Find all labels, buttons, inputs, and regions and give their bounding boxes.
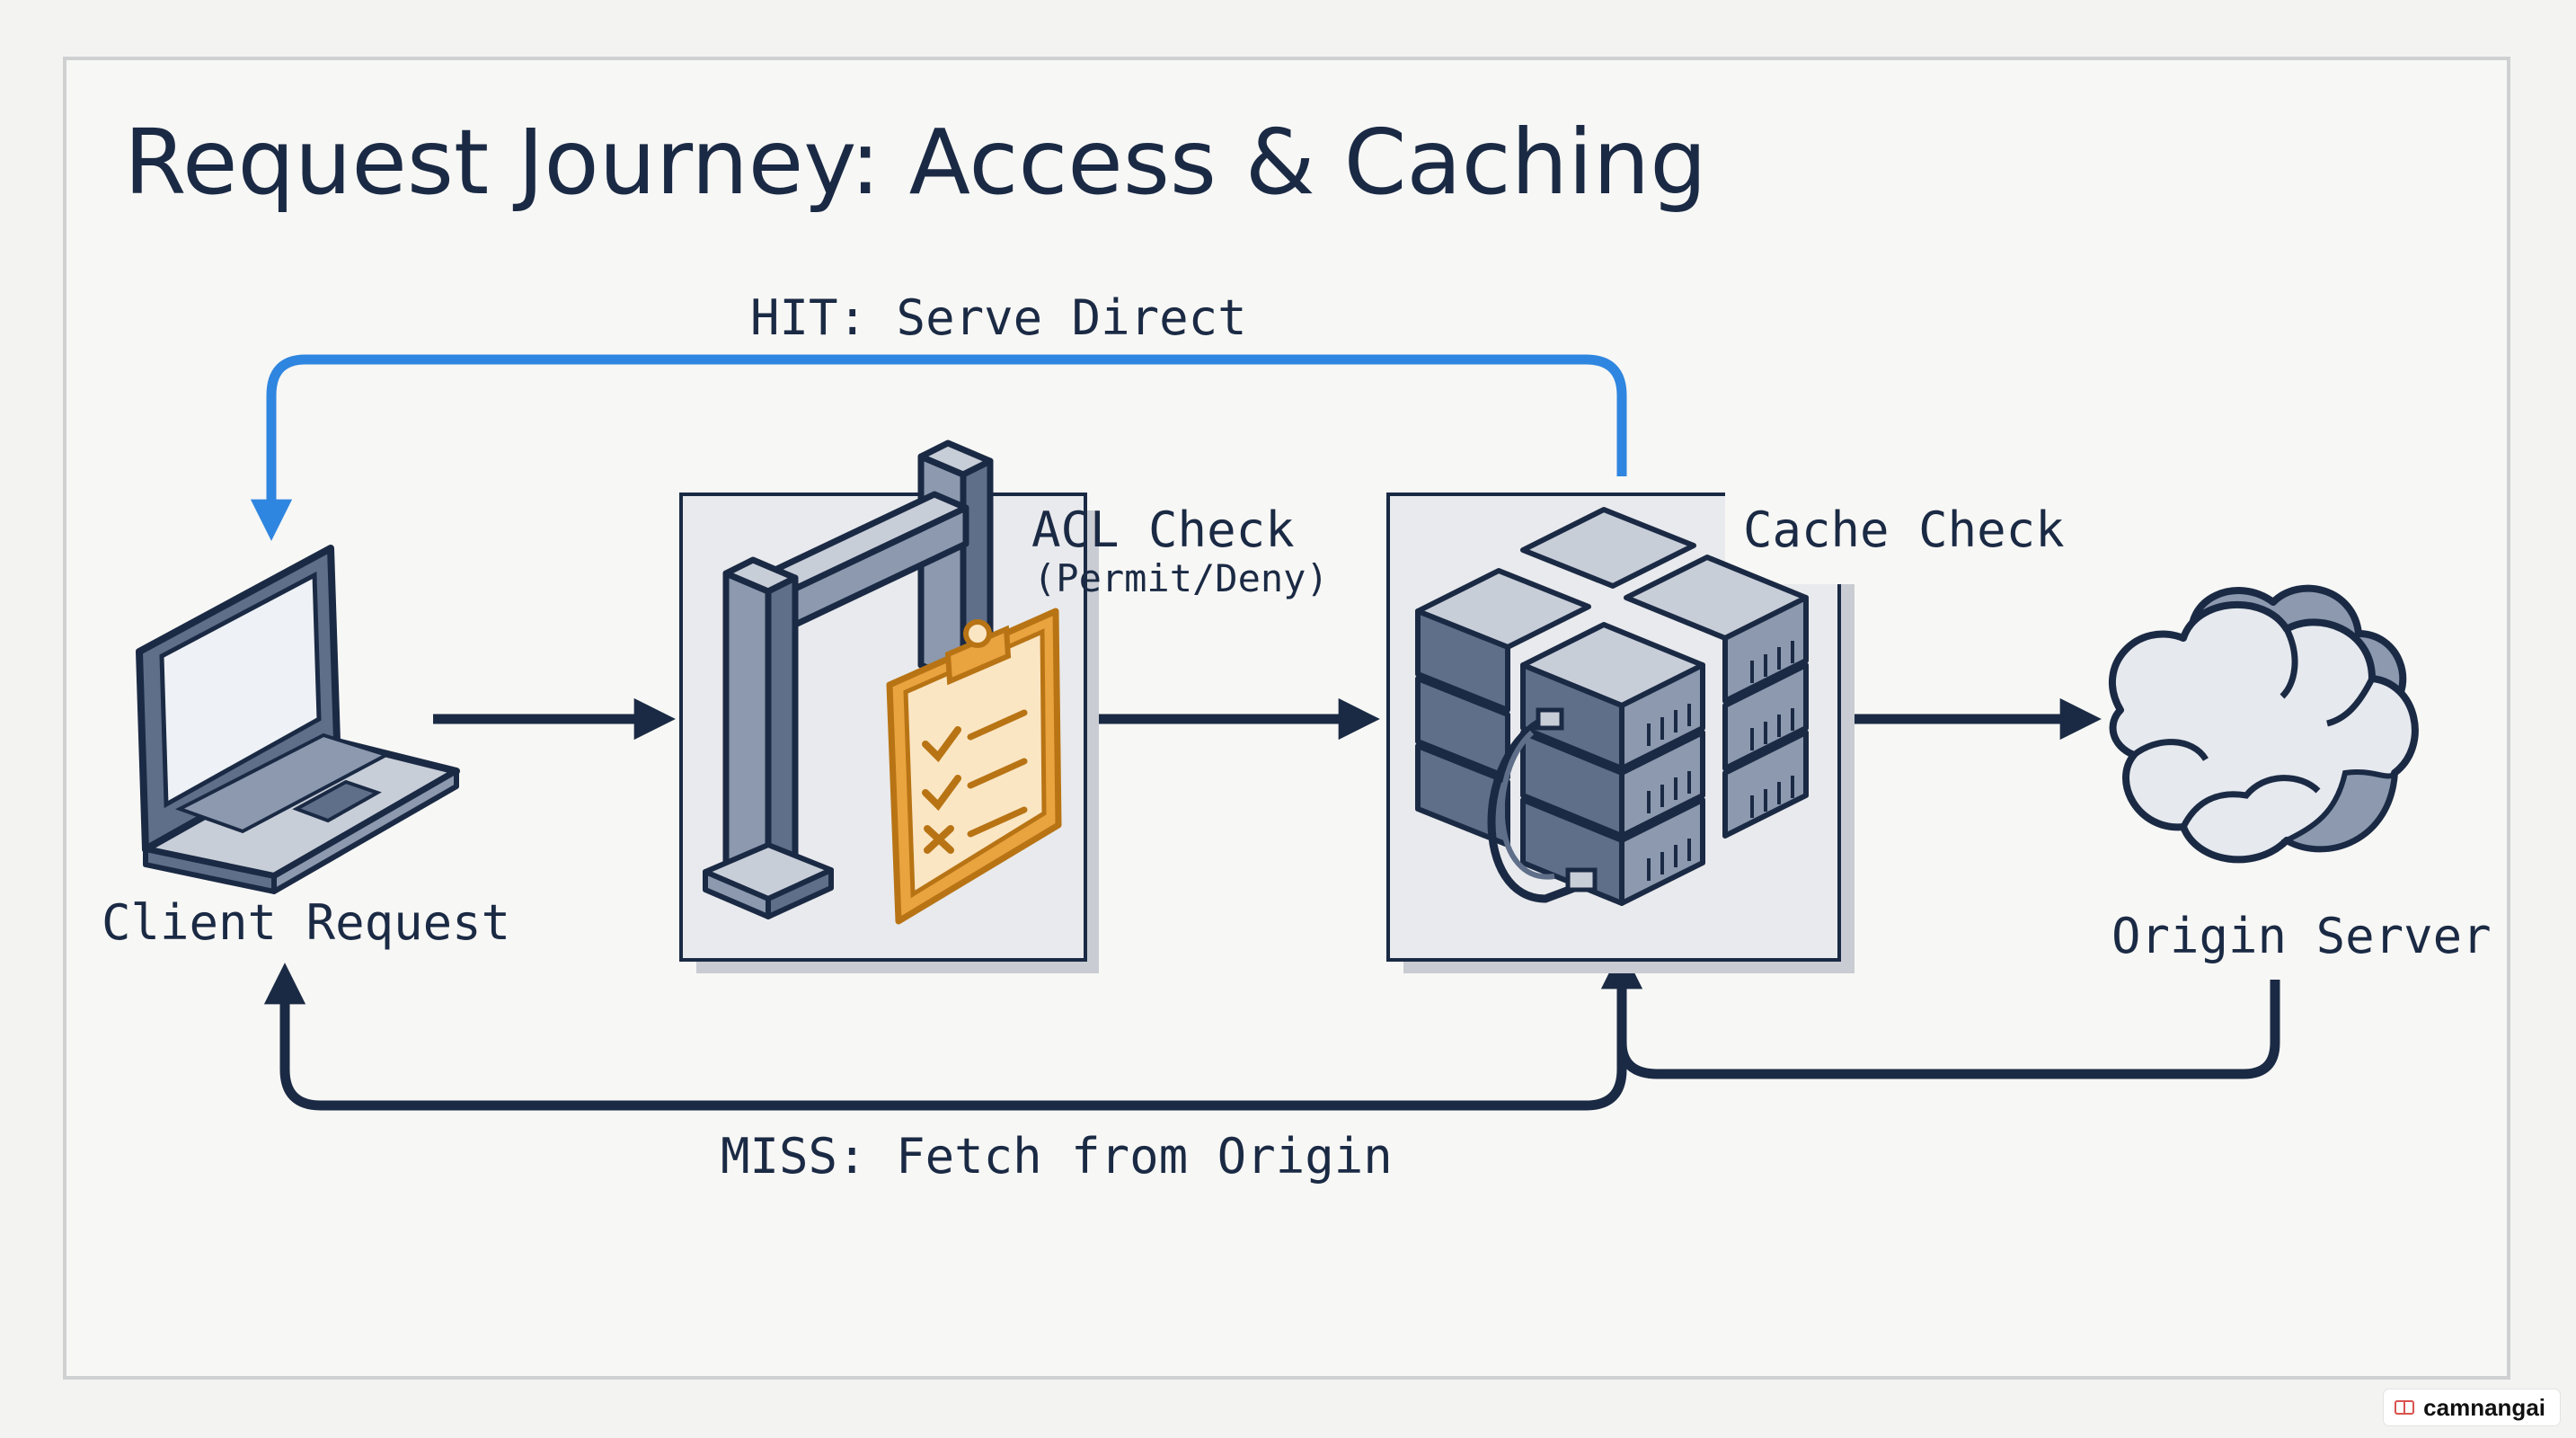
acl-check-sublabel: (Permit/Deny) — [1033, 556, 1329, 600]
cloud-icon — [2108, 584, 2419, 864]
miss-flow-arrow — [263, 948, 1627, 1111]
hit-flow-label: HIT: Serve Direct — [750, 289, 1247, 346]
page-title: Request Journey: Access & Caching — [124, 110, 1707, 215]
origin-return-arrow — [1600, 947, 2280, 1079]
watermark-badge: camnangai — [2384, 1389, 2560, 1425]
book-icon — [2395, 1400, 2415, 1415]
server-stack-icon — [1415, 507, 1809, 906]
clipboard-checklist-icon — [886, 608, 1062, 925]
acl-check-label: ACL Check — [1031, 502, 1295, 558]
client-request-label: Client Request — [102, 894, 510, 951]
origin-server-label: Origin Server — [2111, 908, 2492, 964]
laptop-icon — [136, 545, 460, 894]
cache-label-backdrop — [1725, 485, 2067, 584]
miss-flow-label: MISS: Fetch from Origin — [721, 1128, 1393, 1185]
hit-flow-arrow — [250, 354, 1627, 541]
watermark-text: camnangai — [2423, 1393, 2545, 1421]
cache-check-label: Cache Check — [1743, 502, 2065, 558]
